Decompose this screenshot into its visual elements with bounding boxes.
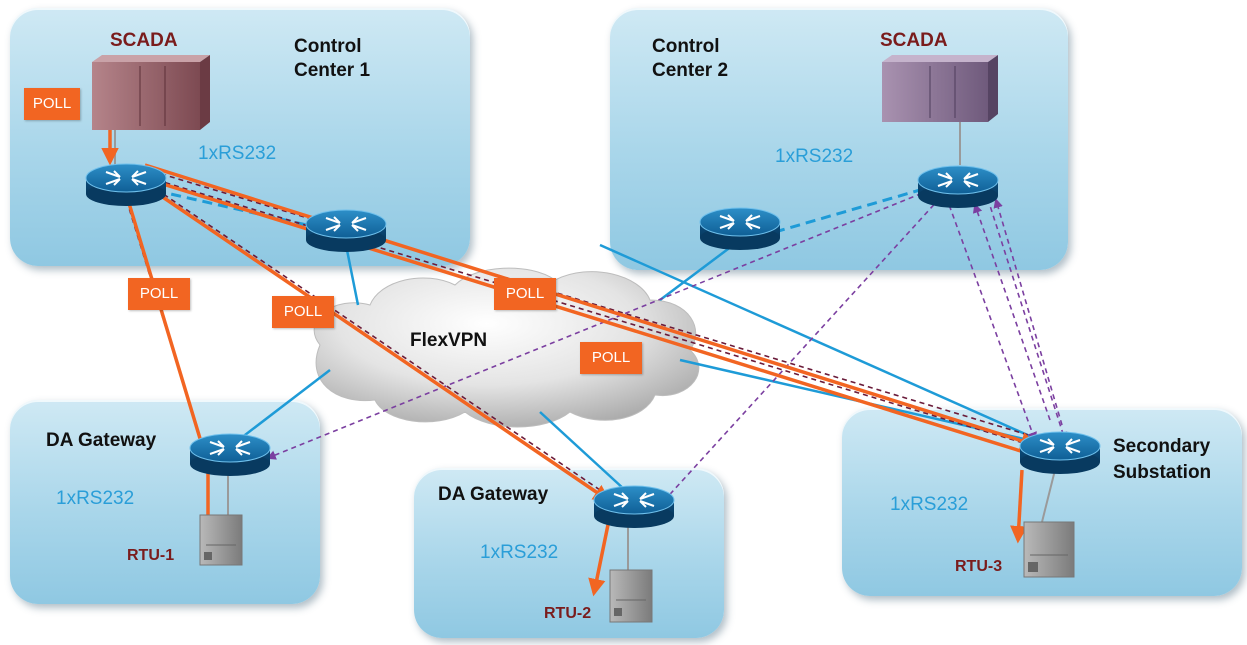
cc2-response-arrows xyxy=(266,179,1068,505)
rtu-3-label: RTU-3 xyxy=(955,558,1003,575)
control-center-1-zone xyxy=(10,8,470,266)
da-gateway-1-zone xyxy=(10,400,320,604)
poll-label-cc1: POLL xyxy=(24,88,80,120)
poll-arrows xyxy=(101,130,1044,597)
cc1-title-line1: Control xyxy=(294,36,362,57)
poll-label-substation-b: POLL xyxy=(580,342,642,374)
rtu-2-label: RTU-2 xyxy=(544,605,592,622)
da2-rs232-label: 1xRS232 xyxy=(480,542,559,563)
router-substation-icon xyxy=(1019,431,1101,474)
scada-label-cc2: SCADA xyxy=(880,30,948,51)
cc1-title-line2: Center 1 xyxy=(294,60,371,81)
router-da1-icon xyxy=(189,433,271,476)
scada-label-cc1: SCADA xyxy=(110,30,178,51)
router-cc1-icon xyxy=(85,163,167,206)
control-center-2-zone xyxy=(610,8,1068,270)
cc2-title-line1: Control xyxy=(652,36,720,57)
poll-label-substation-a: POLL xyxy=(494,278,556,310)
local-dashed-links xyxy=(139,185,921,234)
scada-server-cc1 xyxy=(92,55,210,130)
poll-label-da2: POLL xyxy=(272,296,334,328)
cc2-rs232-label: 1xRS232 xyxy=(775,146,854,167)
poll-label-da1: POLL xyxy=(128,278,190,310)
substation-rs232-label: 1xRS232 xyxy=(890,494,969,515)
substation-title-line2: Substation xyxy=(1113,462,1212,483)
rtu-1-label: RTU-1 xyxy=(127,547,175,564)
rtu-2-device xyxy=(609,569,653,623)
da1-title: DA Gateway xyxy=(46,430,157,451)
da2-title: DA Gateway xyxy=(438,484,549,505)
router-cc1-wan-icon xyxy=(305,209,387,252)
rtu-1-device xyxy=(199,514,243,566)
scada-server-cc2 xyxy=(882,55,998,122)
router-cc2-icon xyxy=(917,165,999,208)
cc1-rs232-label: 1xRS232 xyxy=(198,143,277,164)
rtu-3-device xyxy=(1023,521,1075,578)
router-cc2-wan-icon xyxy=(699,207,781,250)
flexvpn-label: FlexVPN xyxy=(410,330,488,351)
da1-rs232-label: 1xRS232 xyxy=(56,488,135,509)
substation-title-line1: Secondary xyxy=(1113,436,1211,457)
router-da2-icon xyxy=(593,485,675,528)
cc2-title-line2: Center 2 xyxy=(652,60,729,81)
